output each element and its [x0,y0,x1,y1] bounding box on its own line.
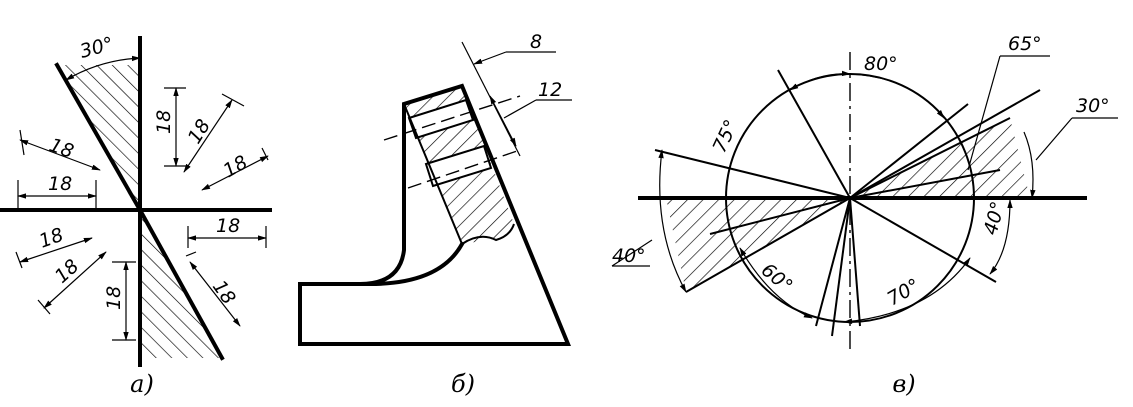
angle-arc-30 [65,55,141,81]
label-dim-18: 18 [216,215,240,237]
ext-line [37,299,51,315]
label-angle-40-right: 40° [980,199,1010,237]
radial-line [777,69,851,199]
angle-arc [789,70,851,91]
axis-line [383,95,521,141]
label-angle-65: 65° [1008,33,1042,55]
label-angle-30: 30° [1076,95,1110,117]
radial-line [815,197,851,327]
dim-line [189,261,241,327]
panel-a: 30° 18 18 18 18 18 18 18 18 [0,33,272,398]
radial-line [685,197,851,293]
label-dim-18: 18 [208,276,240,308]
label-dim-12: 12 [538,79,562,101]
radial-line [849,197,997,283]
dim-line [201,155,269,191]
label-dim-18: 18 [51,255,84,288]
inner-fillet [298,241,465,286]
label-dim-18: 18 [220,151,252,182]
break-line [461,223,515,245]
caption-b: б) [451,370,475,398]
label-angle-40-left: 40° [612,245,646,267]
ext-line [261,147,269,161]
angle-arc [658,149,687,293]
label-dim-18: 18 [153,110,175,134]
radial-line [849,197,861,327]
hatched-wedge-right [850,118,1030,198]
angle-arc [739,247,813,319]
label-dim-18: 18 [103,286,125,310]
bore-lower [424,144,493,188]
hatched-wedge-left [666,198,850,292]
label-angle-30: 30° [78,33,116,63]
angle-arc [989,199,1013,275]
bore-upper [407,98,475,140]
sloped-edge-bottom [137,207,225,361]
radial-line [849,117,1011,199]
dim-line [183,99,233,173]
radial-line [849,103,969,199]
sloped-edge-top [54,62,143,213]
angle-arc [1023,131,1036,199]
caption-c: в) [892,370,915,398]
radial-line [849,89,1041,199]
radial-line [654,149,851,199]
leader-line [611,239,653,267]
leader-line [503,99,537,119]
caption-a: а) [130,370,154,398]
label-angle-60: 60° [757,259,797,298]
dim-line [43,251,107,309]
label-angle-80: 80° [864,53,898,75]
angle-arc [849,73,945,119]
radial-line [709,197,851,235]
angle-arc [843,257,971,324]
ext-line [185,251,197,257]
dim-line [19,139,101,171]
dim-line [19,237,93,263]
label-angle-70: 70° [884,274,924,310]
label-dim-18: 18 [48,173,72,195]
label-angle-75: 75° [709,116,743,156]
radial-line [831,197,851,337]
ext-line [15,251,23,269]
ext-line [221,93,245,107]
panel-b: 8 12 б) [298,31,572,398]
panel-c: 80° 65° 30° 75° 40° 40° 60° 70° в) [611,33,1118,398]
label-dim-18: 18 [46,134,76,163]
radial-line [849,169,1001,199]
rib-inner-line [403,103,463,245]
leader-line [967,55,1001,171]
label-dim-8: 8 [530,31,542,53]
ext-line [19,129,25,156]
leader-line [1035,117,1073,161]
label-dim-18: 18 [184,115,215,147]
dim-line [473,51,507,65]
dim-line [489,95,517,147]
